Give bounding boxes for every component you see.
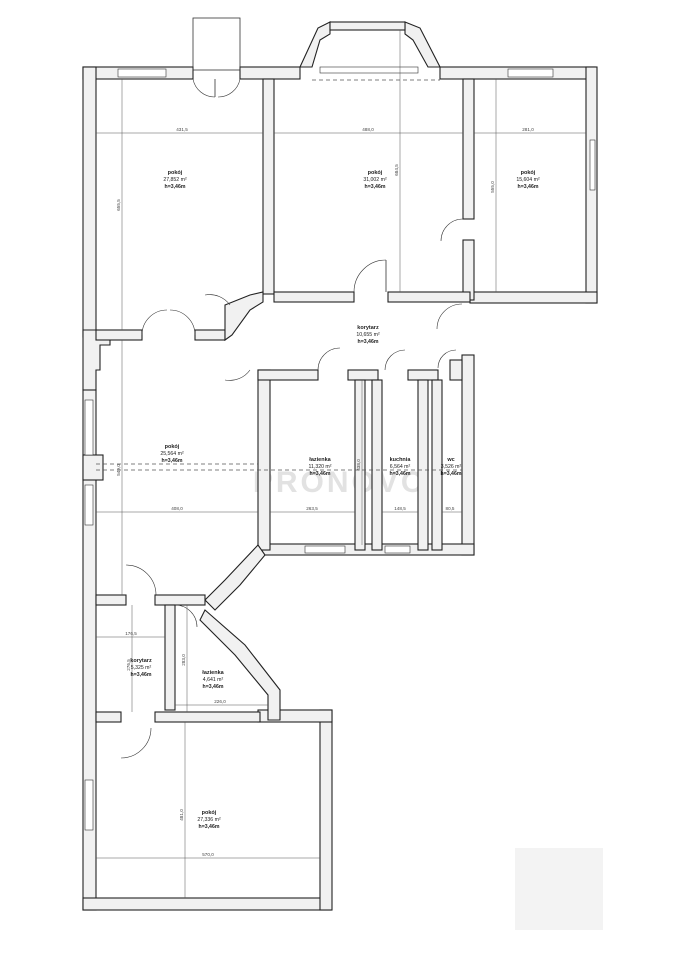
svg-text:pokój: pokój	[202, 810, 217, 816]
dimension-label: 431,5	[176, 127, 188, 132]
door	[125, 564, 157, 596]
svg-text:3,526 m²: 3,526 m²	[441, 464, 462, 470]
dimension-label: 555,0	[490, 181, 495, 193]
svg-text:h=3,46m: h=3,46m	[203, 684, 224, 690]
room-label-lazienka-2: łazienka 4,641 m² h=3,46m	[202, 670, 224, 690]
dimension-label: 438,0	[356, 459, 361, 471]
door	[317, 347, 341, 371]
svg-text:15,604 m²: 15,604 m²	[516, 177, 540, 183]
balcony	[192, 17, 241, 71]
inner-walls	[82, 78, 475, 723]
dimension-label: 226,0	[214, 699, 226, 704]
door	[437, 349, 457, 369]
svg-text:korytarz: korytarz	[130, 658, 152, 664]
svg-text:h=3,46m: h=3,46m	[165, 184, 186, 190]
door	[224, 369, 251, 381]
dimension-label: 263,5	[306, 506, 318, 511]
svg-text:pokój: pokój	[168, 170, 183, 176]
dimension-label: 570,0	[202, 852, 214, 857]
window	[319, 66, 419, 74]
dimension-label: 281,0	[522, 127, 534, 132]
room-label-pokoj-2: pokój 31,002 m² h=3,46m	[363, 170, 387, 190]
window	[84, 779, 94, 831]
svg-text:h=3,46m: h=3,46m	[518, 184, 539, 190]
svg-text:h=3,46m: h=3,46m	[441, 471, 462, 477]
door	[192, 78, 216, 98]
dimension-labels: 431,5 488,0 281,0 655,5 684,5 555,0 408,…	[116, 127, 534, 857]
dimension-label: 276,5	[126, 659, 131, 671]
window	[507, 68, 554, 78]
svg-text:łazienka: łazienka	[309, 457, 331, 463]
room-label-lazienka-1: łazienka 11,320 m² h=3,46m	[309, 457, 332, 477]
svg-text:h=3,46m: h=3,46m	[162, 458, 183, 464]
window	[84, 399, 94, 456]
dimension-label: 481,0	[179, 809, 184, 821]
svg-text:31,002 m²: 31,002 m²	[363, 177, 387, 183]
svg-text:pokój: pokój	[165, 444, 180, 450]
dimension-label: 148,5	[394, 506, 406, 511]
svg-text:4,641 m²: 4,641 m²	[203, 677, 224, 683]
svg-text:6,564 m²: 6,564 m²	[390, 464, 411, 470]
door	[141, 309, 168, 336]
room-label-wc: wc 3,526 m² h=3,46m	[441, 457, 462, 477]
dimension-label: 655,5	[116, 199, 121, 211]
svg-text:wc: wc	[446, 457, 454, 463]
door	[440, 218, 464, 242]
room-label-korytarz-2: korytarz 5,325 m² h=3,46m	[130, 658, 152, 678]
svg-text:h=3,46m: h=3,46m	[199, 824, 220, 830]
svg-text:5,325 m²: 5,325 m²	[131, 665, 152, 671]
svg-text:27,852 m²: 27,852 m²	[163, 177, 187, 183]
svg-text:pokój: pokój	[368, 170, 383, 176]
door	[353, 259, 387, 293]
svg-text:25,564 m²: 25,564 m²	[160, 451, 184, 457]
door	[120, 727, 152, 759]
dimension-label: 80,5	[446, 506, 455, 511]
svg-text:h=3,46m: h=3,46m	[390, 471, 411, 477]
svg-text:pokój: pokój	[521, 170, 536, 176]
dimension-label: 684,5	[394, 164, 399, 176]
room-label-pokoj-4: pokój 25,564 m² h=3,46m	[160, 444, 184, 464]
room-label-pokoj-5: pokój 27,336 m² h=3,46m	[197, 810, 221, 830]
svg-text:h=3,46m: h=3,46m	[310, 471, 331, 477]
room-label-pokoj-3: pokój 15,604 m² h=3,46m	[516, 170, 540, 190]
dimension-label: 176,5	[125, 631, 137, 636]
window	[589, 139, 596, 191]
room-label-korytarz-1: korytarz 10,655 m² h=3,46m	[356, 325, 380, 345]
window	[304, 545, 346, 554]
svg-text:h=3,46m: h=3,46m	[131, 672, 152, 678]
window	[384, 545, 411, 554]
windows	[84, 66, 596, 831]
svg-text:kuchnia: kuchnia	[390, 457, 412, 463]
svg-text:łazienka: łazienka	[202, 670, 224, 676]
window	[117, 68, 167, 78]
svg-text:h=3,46m: h=3,46m	[358, 339, 379, 345]
outer-walls	[82, 21, 598, 911]
svg-text:h=3,46m: h=3,46m	[365, 184, 386, 190]
doors	[120, 78, 464, 759]
dimension-label: 408,0	[171, 506, 183, 511]
room-label-pokoj-1: pokój 27,852 m² h=3,46m	[163, 170, 187, 190]
svg-text:11,320 m²: 11,320 m²	[309, 464, 332, 470]
door	[204, 294, 231, 306]
svg-text:korytarz: korytarz	[357, 325, 379, 331]
door	[384, 349, 406, 371]
dimension-label: 549,0	[116, 464, 121, 476]
svg-text:10,655 m²: 10,655 m²	[356, 332, 380, 338]
svg-text:27,336 m²: 27,336 m²	[197, 817, 221, 823]
dimension-lines	[96, 30, 586, 898]
decorative-square	[515, 848, 603, 930]
window	[84, 484, 94, 526]
door	[174, 604, 198, 628]
dimension-label: 488,0	[362, 127, 374, 132]
watermark: PRONOVO	[253, 466, 427, 499]
room-label-kuchnia: kuchnia 6,564 m² h=3,46m	[390, 457, 412, 477]
dimension-label: 283,0	[181, 654, 186, 666]
door	[436, 303, 463, 330]
